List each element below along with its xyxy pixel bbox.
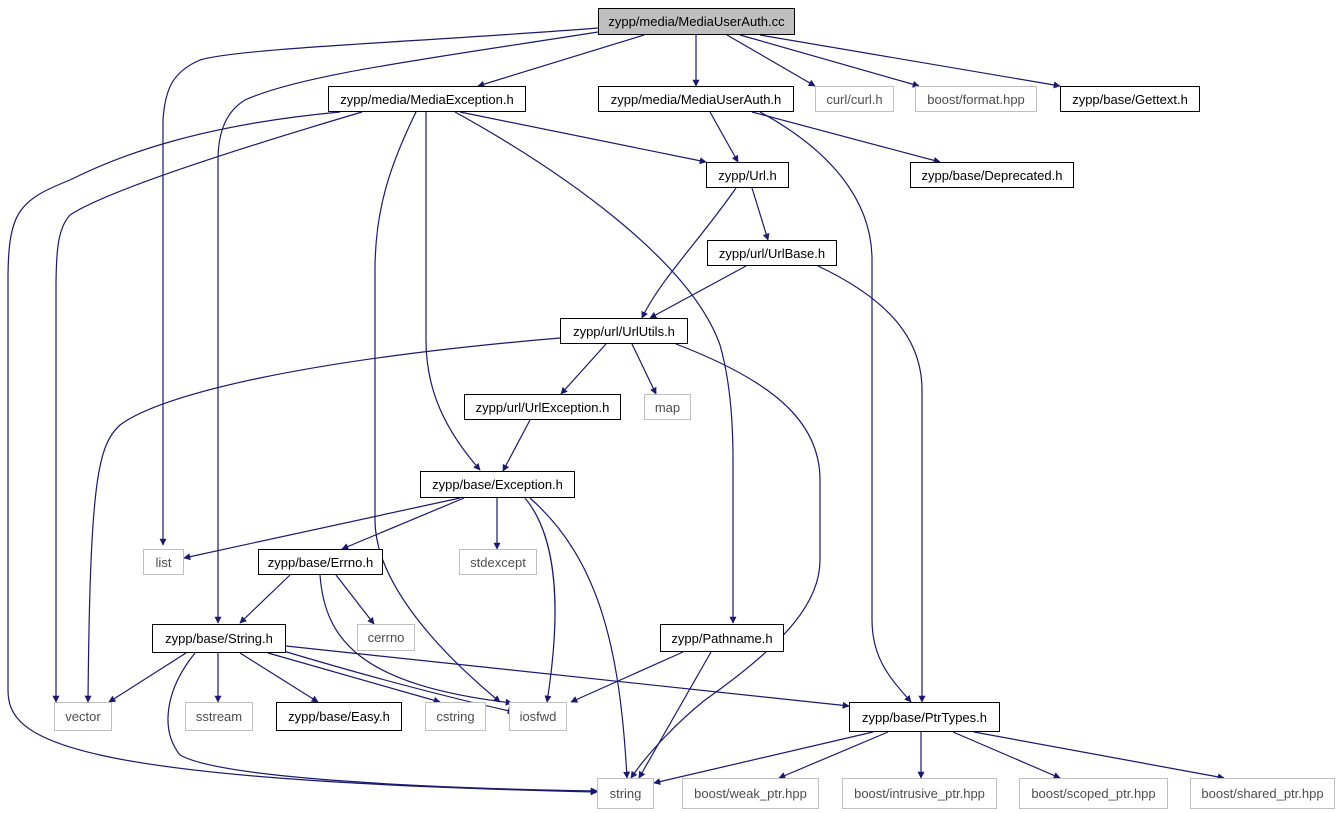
edge-media-exception-to-string — [7, 111, 598, 796]
edge-root-to-string-h — [214, 31, 599, 624]
node-string[interactable]: string — [597, 778, 654, 809]
node-urlbase-h[interactable]: zypp/url/UrlBase.h — [707, 240, 837, 266]
edge-errno-to-string-h — [239, 574, 291, 624]
edge-string-h-to-string — [167, 652, 598, 795]
edge-pathname-to-iosfwd — [570, 651, 684, 703]
node-intrusive-ptr-hpp[interactable]: boost/intrusive_ptr.hpp — [842, 778, 997, 809]
edge-urlutils-to-vector — [84, 337, 561, 703]
node-weak-ptr-hpp[interactable]: boost/weak_ptr.hpp — [682, 778, 819, 809]
node-easy-h[interactable]: zypp/base/Easy.h — [276, 702, 402, 731]
node-vector[interactable]: vector — [54, 702, 112, 731]
node-curl-h[interactable]: curl/curl.h — [815, 86, 894, 112]
node-deprecated-h[interactable]: zypp/base/Deprecated.h — [910, 162, 1074, 188]
edge-exception-to-iosfwd — [524, 497, 556, 703]
edge-urlbase-to-ptrtypes — [817, 265, 926, 703]
edge-media-exception-to-url — [459, 111, 707, 165]
edge-root-to-media-exception — [477, 34, 645, 88]
edge-errno-to-iosfwd — [319, 574, 513, 706]
edge-exception-to-string — [529, 497, 631, 779]
edge-urlexception-to-exception — [502, 419, 531, 472]
node-list[interactable]: list — [143, 549, 184, 575]
node-url-h[interactable]: zypp/Url.h — [706, 162, 789, 188]
edge-url-to-urlutils — [641, 187, 737, 319]
node-gettext-h[interactable]: zypp/base/Gettext.h — [1060, 86, 1200, 112]
node-media-user-auth-h[interactable]: zypp/media/MediaUserAuth.h — [598, 86, 794, 112]
edge-url-to-urlbase — [751, 187, 770, 241]
node-string-h[interactable]: zypp/base/String.h — [152, 624, 286, 653]
edge-errno-to-cerrno — [335, 574, 375, 625]
edge-media-exception-to-pathname — [454, 111, 737, 624]
edge-root-to-curl — [726, 34, 816, 87]
node-media-exception-h[interactable]: zypp/media/MediaException.h — [328, 86, 526, 112]
edge-media-exception-to-exception — [425, 112, 481, 471]
node-urlexception-h[interactable]: zypp/url/UrlException.h — [464, 394, 621, 420]
edge-media-exception-to-iosfwd — [374, 111, 501, 703]
edge-root-to-gettext — [759, 34, 1061, 89]
edge-urlutils-to-map — [631, 343, 657, 395]
edge-media-user-auth-to-ptrtypes — [759, 111, 912, 703]
edge-string-h-to-vector — [108, 652, 187, 703]
edge-media-exception-to-vector — [52, 111, 363, 703]
edge-urlutils-to-urlexception — [560, 343, 607, 395]
edge-pathname-to-string — [638, 651, 712, 779]
node-exception-h[interactable]: zypp/base/Exception.h — [420, 471, 575, 498]
edge-media-user-auth-to-deprecated — [751, 111, 941, 164]
node-scoped-ptr-hpp[interactable]: boost/scoped_ptr.hpp — [1019, 778, 1168, 809]
edge-ptrtypes-to-scoped-ptr — [952, 731, 1061, 779]
edge-root-to-list — [159, 27, 599, 546]
node-cstring[interactable]: cstring — [425, 702, 486, 731]
node-sstream[interactable]: sstream — [185, 702, 253, 731]
edge-root-to-boost-format — [739, 34, 920, 88]
node-urlutils-h[interactable]: zypp/url/UrlUtils.h — [560, 318, 688, 344]
edge-urlbase-to-urlutils — [649, 265, 747, 319]
edge-string-h-to-iosfwd — [279, 649, 515, 715]
node-map[interactable]: map — [644, 394, 691, 420]
node-boost-format-hpp[interactable]: boost/format.hpp — [915, 86, 1037, 112]
node-iosfwd[interactable]: iosfwd — [509, 702, 567, 731]
node-stdexcept[interactable]: stdexcept — [459, 549, 537, 575]
node-pathname-h[interactable]: zypp/Pathname.h — [660, 624, 784, 652]
node-errno-h[interactable]: zypp/base/Errno.h — [258, 549, 383, 575]
node-ptrtypes-h[interactable]: zypp/base/PtrTypes.h — [849, 702, 1000, 732]
edge-string-h-to-ptrtypes — [285, 645, 850, 709]
edge-ptrtypes-to-weak-ptr — [778, 731, 889, 779]
edge-exception-to-list — [183, 497, 461, 561]
edge-ptrtypes-to-string — [653, 731, 874, 785]
node-media-user-auth-cc[interactable]: zypp/media/MediaUserAuth.cc — [598, 8, 795, 35]
node-shared-ptr-hpp[interactable]: boost/shared_ptr.hpp — [1190, 778, 1335, 809]
edge-string-h-to-cstring — [267, 652, 441, 704]
edge-ptrtypes-to-shared-ptr — [973, 731, 1225, 781]
edge-string-h-to-easy — [239, 652, 319, 703]
edge-media-user-auth-to-url — [709, 111, 739, 163]
node-cerrno[interactable]: cerrno — [357, 624, 415, 651]
edge-urlutils-to-string — [630, 343, 821, 779]
edge-exception-to-errno — [341, 497, 465, 550]
